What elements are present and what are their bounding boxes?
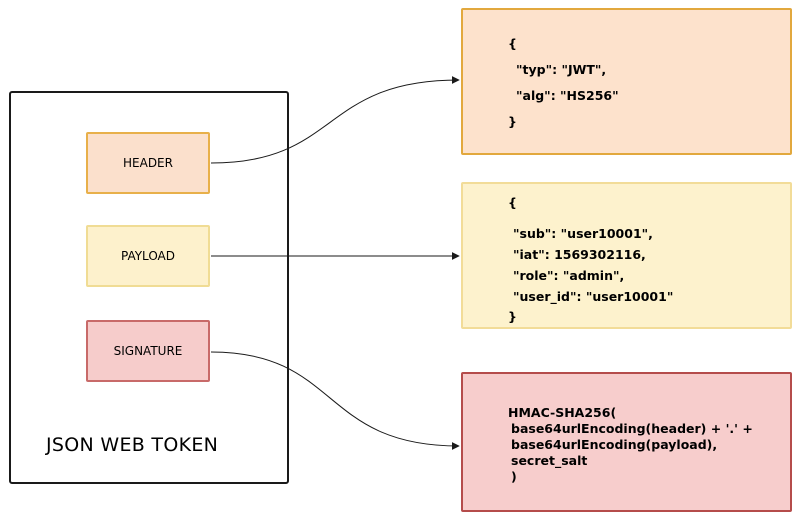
payload-code-line: { [508,195,517,210]
payload-code-line: "iat": 1569302116, [513,247,646,262]
signature-part-box: SIGNATURE [86,320,210,382]
header-code-line: } [508,114,517,129]
header-detail-box: { "typ": "JWT", "alg": "HS256" } [461,8,792,155]
payload-detail-box: { "sub": "user10001", "iat": 1569302116,… [461,182,792,329]
payload-code-line: } [508,309,517,324]
header-code-line: "alg": "HS256" [516,88,619,103]
signature-code-line: secret_salt [511,453,588,468]
payload-part-label: PAYLOAD [120,249,176,263]
header-part-box: HEADER [86,132,210,194]
payload-code-line: "sub": "user10001", [513,226,653,241]
header-connector-arrow [210,76,460,164]
signature-code-line: base64urlEncoding(payload), [511,437,718,452]
header-part-label: HEADER [123,156,173,170]
signature-code-line: ) [511,469,517,484]
signature-detail-box: HMAC-SHA256( base64urlEncoding(header) +… [461,372,792,512]
signature-connector-arrow [210,351,460,450]
signature-code-line: HMAC-SHA256( [508,405,617,420]
signature-code-line: base64urlEncoding(header) + '.' + [511,421,753,436]
payload-part-box: PAYLOAD [86,225,210,287]
header-code-line: { [508,36,517,51]
header-code-line: "typ": "JWT", [516,62,607,77]
signature-part-label: SIGNATURE [113,344,183,358]
payload-code-line: "role": "admin", [513,268,625,283]
payload-code-line: "user_id": "user10001" [513,289,674,304]
jwt-title: JSON WEB TOKEN [46,434,219,456]
jwt-container [9,91,289,484]
